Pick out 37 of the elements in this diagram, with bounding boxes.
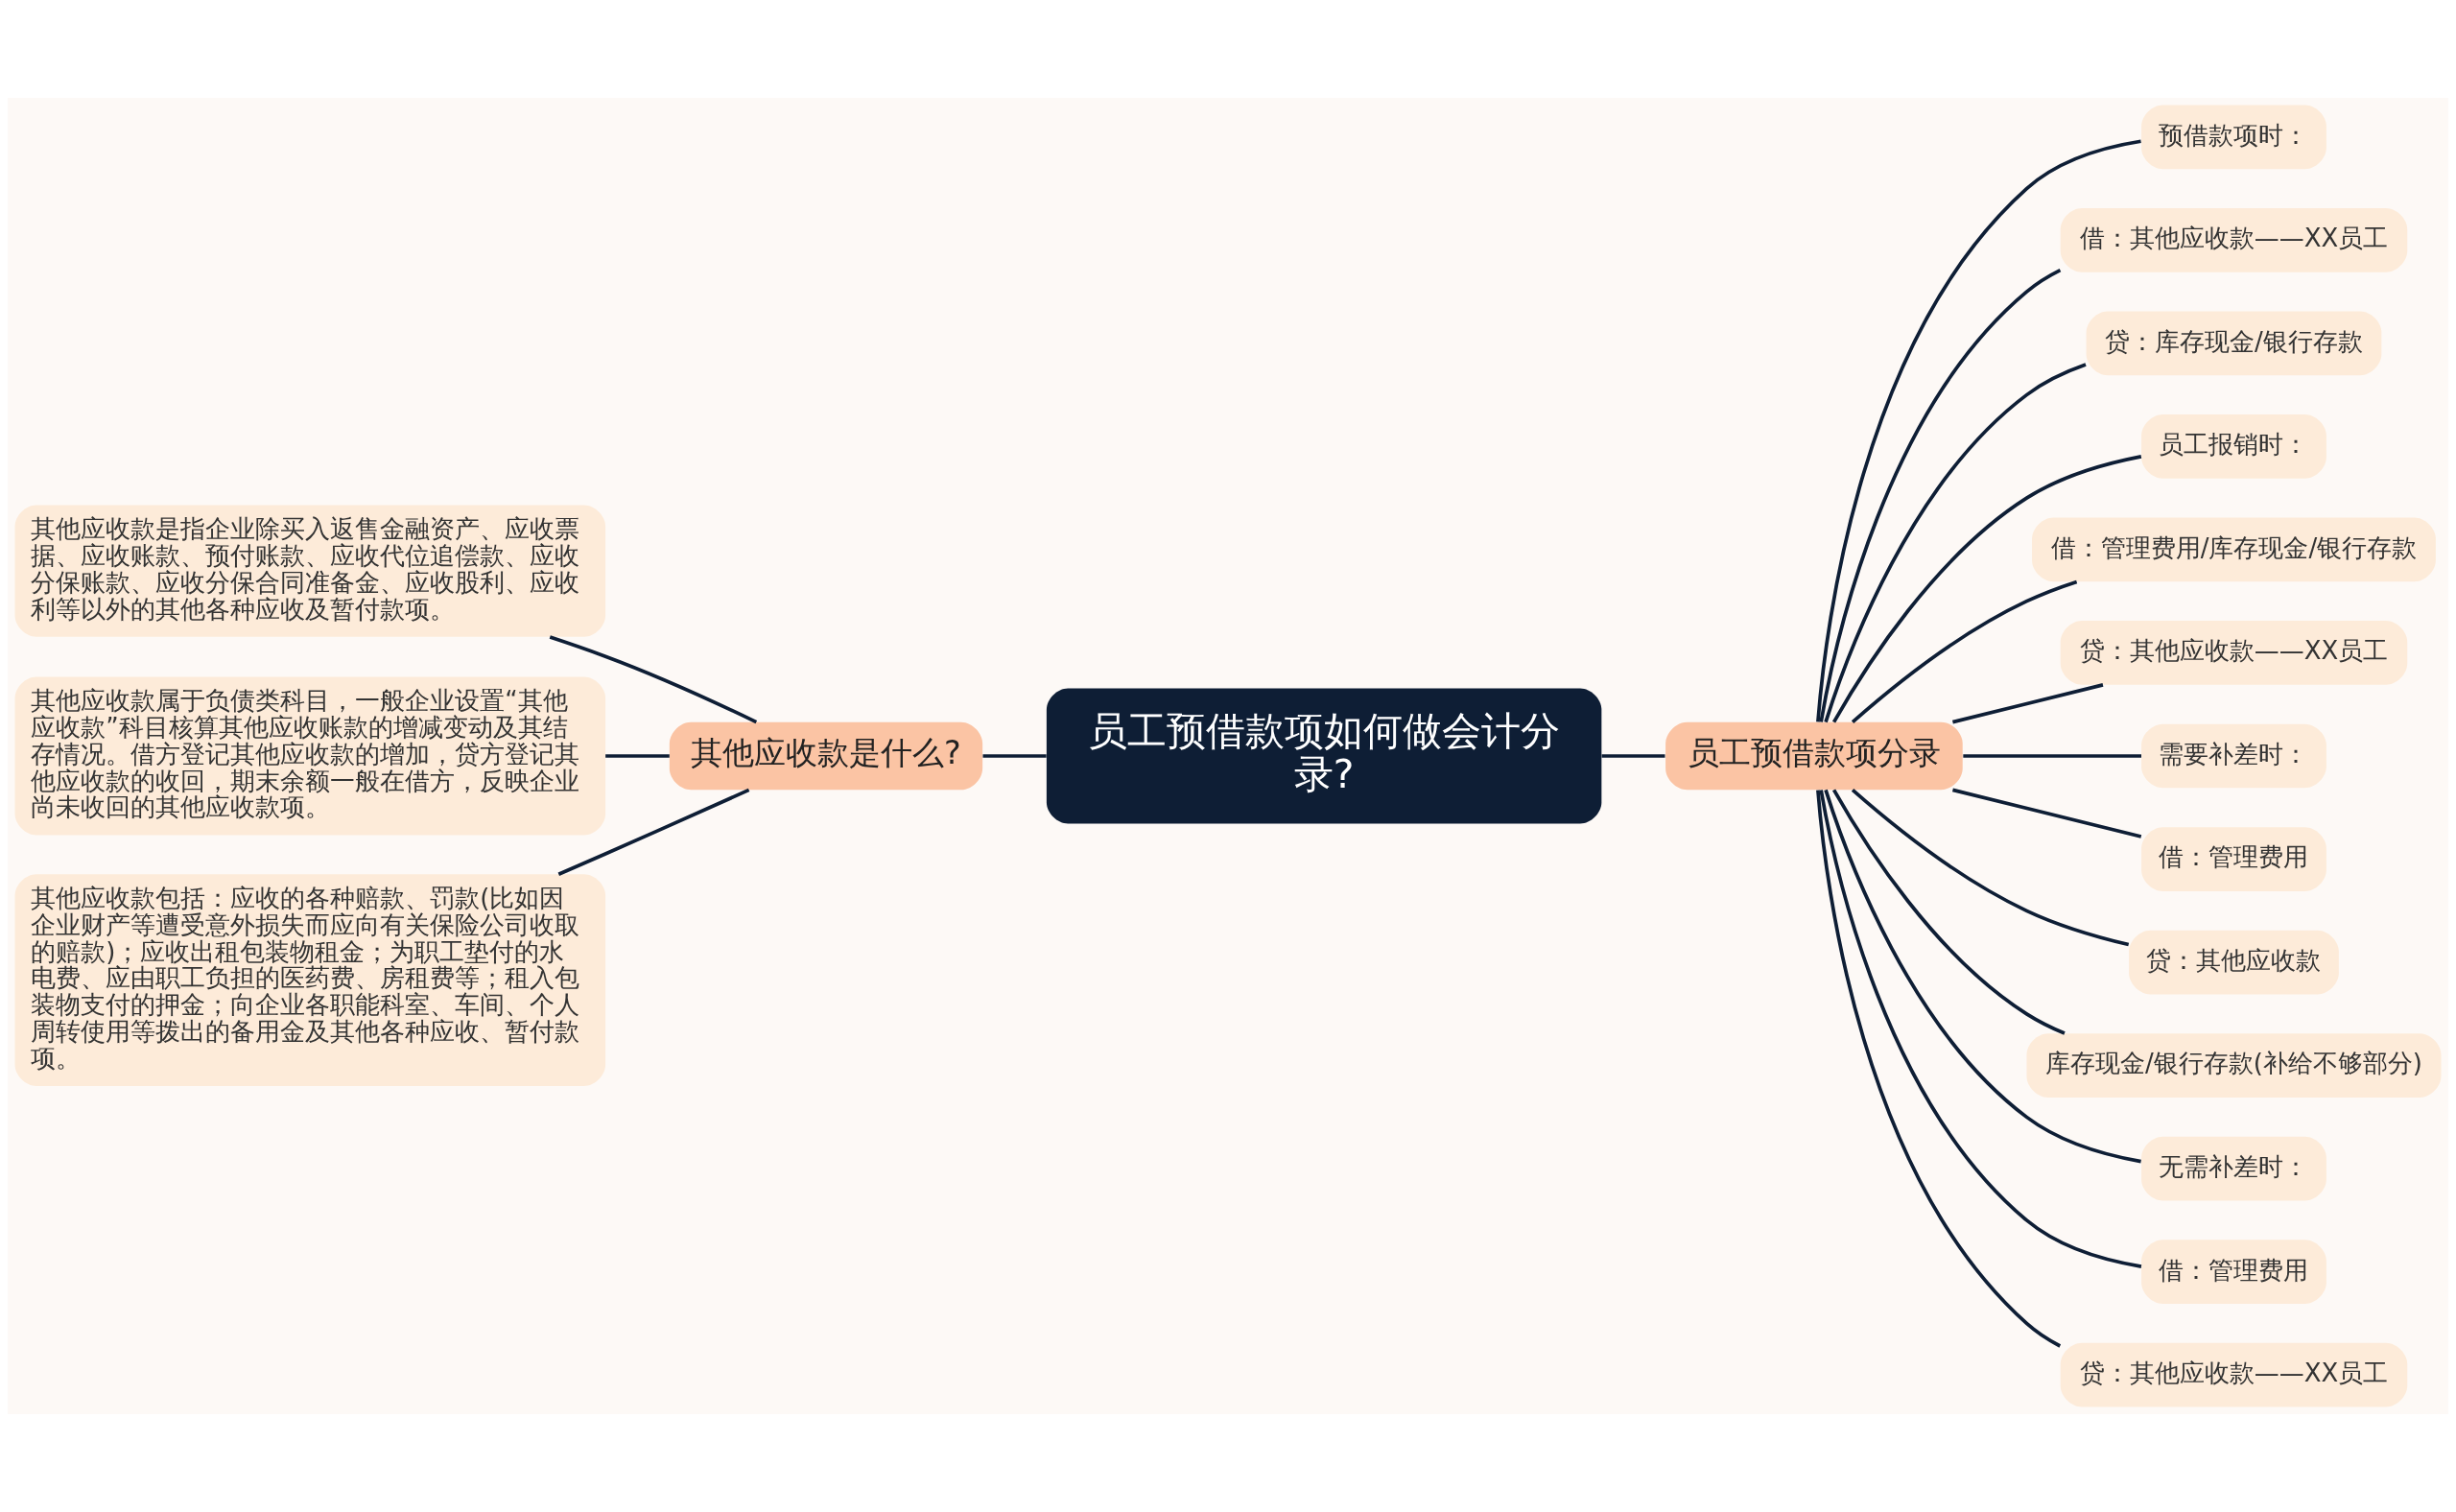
- connector: [1816, 139, 2141, 722]
- connector: [1951, 683, 2104, 724]
- connector: [1831, 455, 2142, 723]
- connector: [549, 635, 758, 724]
- node-box: 员工预借款项如何做会计分录?: [1046, 688, 1602, 824]
- node-box: 贷：其他应收款: [2129, 930, 2339, 995]
- node-box: 员工预借款项分录: [1665, 721, 1963, 791]
- connector: [982, 754, 1047, 758]
- connector: [1819, 790, 2142, 1268]
- node-box: 借：管理费用: [2141, 827, 2326, 891]
- connector: [1819, 268, 2062, 722]
- node-box: 贷：其他应收款——XX员工: [2060, 621, 2408, 685]
- node-box: 其他应收款是指企业除买入返售金融资产、应收票据、应收账款、预付账款、应收代位追偿款、应收分保账款、应收分保合同准备金、应收股利、应收利等以外的其他各种应收及暂付款项。: [14, 505, 606, 637]
- node-box: 需要补差时：: [2141, 723, 2326, 789]
- connector: [1851, 579, 2078, 723]
- connector: [1816, 790, 2062, 1348]
- connector: [1601, 754, 1665, 758]
- node-box: 预借款项时：: [2141, 105, 2326, 170]
- connector: [557, 788, 750, 876]
- node-box: 借：管理费用: [2141, 1240, 2326, 1305]
- node-box: 贷：库存现金/银行存款: [2086, 311, 2382, 376]
- node-box: 其他应收款属于负债类科目，一般企业设置“其他应收款”科目核算其他应收账款的增减变动及其结存情况。借方登记其他应收款的增加，贷方登记其他应收款的收回，期末余额一般在借方，反映企业尚未收回的其他应收款项。: [14, 676, 606, 836]
- connector: [1824, 789, 2141, 1164]
- node-box: 其他应收款是什么?: [669, 721, 983, 791]
- connector: [605, 754, 670, 758]
- node-box: 借：管理费用/库存现金/银行存款: [2032, 517, 2436, 582]
- connector: [1851, 789, 2130, 947]
- connector: [1824, 363, 2087, 723]
- node-box: 其他应收款包括：应收的各种赔款、罚款(比如因企业财产等遭受意外损失而应向有关保险公司收取的赔款)；应收出租包装物租金；为职工垫付的水电费、应由职工负担的医药费、房租费等；租入包装物支付的押金；向企业各职能科室、车间、个人周转使用等拨出的备用金及其他各种应收、暂付款项。: [14, 874, 606, 1086]
- node-box: 贷：其他应收款——XX员工: [2060, 1342, 2408, 1407]
- node-box: 库存现金/银行存款(补给不够部分): [2026, 1033, 2442, 1098]
- node-box: 无需补差时：: [2141, 1136, 2326, 1201]
- node-box: 员工报销时：: [2141, 414, 2326, 479]
- connector: [1951, 788, 2142, 839]
- node-box: 借：其他应收款——XX员工: [2060, 207, 2408, 272]
- connector: [1963, 754, 2141, 758]
- connector: [1831, 789, 2066, 1035]
